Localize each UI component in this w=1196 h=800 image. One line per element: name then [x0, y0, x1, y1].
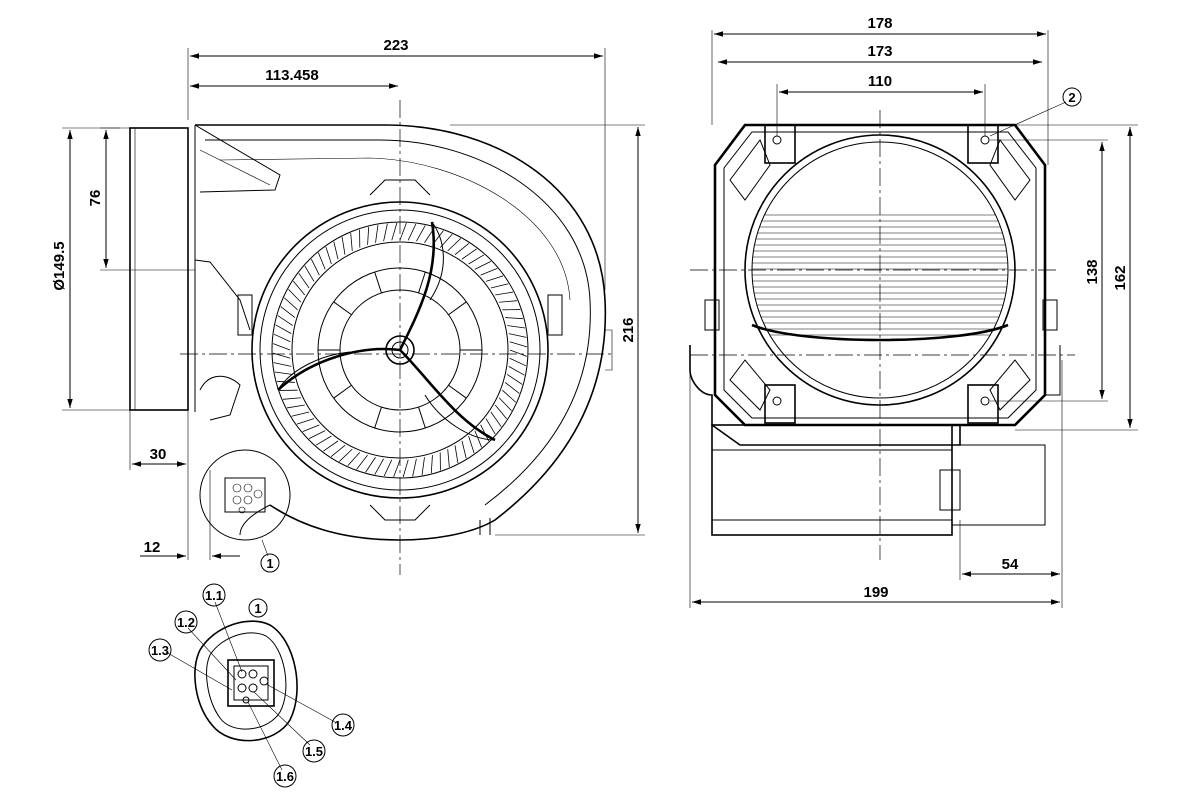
- callout-connector: 1: [260, 553, 280, 573]
- dim-flange-offset: 12: [144, 539, 161, 556]
- pin-label-1-4: 1.4: [331, 713, 355, 737]
- svg-text:1.2: 1.2: [177, 615, 195, 630]
- dim-total-depth: 199: [863, 584, 888, 601]
- side-dimensions: [689, 30, 1138, 608]
- mounting-holes: [772, 135, 990, 406]
- pin-label-1-6: 1.6: [273, 764, 297, 788]
- connector-detail: 1 1.1 1.2 1.3 1.4 1.5 1.6: [148, 583, 355, 788]
- dim-flange-depth: 30: [150, 446, 167, 463]
- dim-frame-width: 173: [867, 43, 892, 60]
- svg-text:1.6: 1.6: [276, 769, 294, 784]
- connector-housing: [199, 449, 291, 541]
- front-dimensions: [62, 48, 645, 560]
- svg-text:1.5: 1.5: [305, 744, 323, 759]
- pin-label-1-5: 1.5: [302, 739, 326, 763]
- inlet-duct: [129, 125, 196, 412]
- svg-text:1: 1: [266, 556, 273, 571]
- pin-label-1-3: 1.3: [148, 638, 172, 662]
- pin-label-1-1: 1.1: [202, 583, 226, 607]
- svg-text:2: 2: [1068, 90, 1075, 105]
- callout-mounting-hole: 2: [1062, 87, 1082, 107]
- dim-inlet-diameter: Ø149.5: [51, 241, 68, 290]
- inlet-ring: [744, 134, 1016, 406]
- callout-connector-detail: 1: [248, 598, 268, 618]
- mounting-frame: [704, 123, 1058, 427]
- dim-hole-spacing-h: 110: [868, 73, 892, 90]
- dim-outlet-height: 76: [87, 190, 104, 207]
- svg-text:1.4: 1.4: [334, 718, 353, 733]
- dim-hole-spacing-v: 138: [1084, 259, 1101, 284]
- svg-text:1.3: 1.3: [151, 643, 169, 658]
- svg-text:1: 1: [254, 601, 261, 616]
- dim-height: 216: [620, 317, 637, 342]
- front-view: 223 113.458 Ø149.5 76 216 30 12 1: [51, 37, 645, 575]
- side-view: 178 173 110 138 162 54 199 2: [689, 15, 1138, 608]
- motor-housing: [689, 345, 1061, 536]
- svg-text:1.1: 1.1: [205, 588, 223, 603]
- pin-label-1-2: 1.2: [174, 610, 198, 634]
- dim-frame-height: 162: [1112, 265, 1129, 290]
- dim-motor-offset: 54: [1002, 556, 1019, 573]
- dim-center-offset: 113.458: [265, 67, 318, 84]
- dim-outer-width: 178: [867, 15, 892, 32]
- dim-overall-width: 223: [383, 37, 408, 54]
- impeller: [237, 179, 563, 521]
